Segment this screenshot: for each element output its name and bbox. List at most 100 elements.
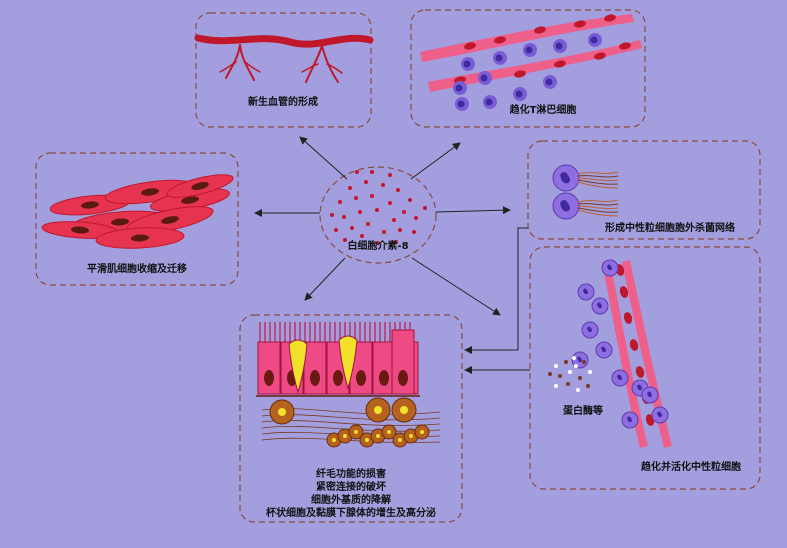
t-lymphocyte-illustration [420, 14, 642, 111]
smooth-muscle-label: 平滑肌细胞收缩及迁移 [87, 264, 187, 275]
goblet-cell [338, 335, 358, 390]
il8-dot [370, 170, 374, 174]
lymphocyte-nucleus [495, 54, 503, 62]
protease-dot [548, 372, 552, 376]
il8-dot [354, 196, 358, 200]
smooth-muscle-nucleus [131, 234, 149, 242]
il8-dot [376, 241, 380, 245]
neutrophil-nucleus [627, 416, 632, 423]
red-blood-cell [594, 52, 606, 60]
red-blood-cell [629, 339, 639, 351]
il8-dot [360, 234, 364, 238]
il8-dot [338, 200, 342, 204]
t-lymphocyte-box [410, 9, 646, 128]
protease-dot [566, 382, 570, 386]
net-fiber [577, 179, 619, 185]
center-label: 白细胞介素-8 [347, 241, 409, 252]
lymphocyte-nucleus [485, 98, 493, 106]
il8-dot [364, 180, 368, 184]
il8-dot [394, 240, 398, 244]
neutrophil-nucleus [587, 326, 592, 333]
il8-dot [355, 170, 359, 174]
il8-dot [402, 210, 406, 214]
gland-secretion [420, 430, 424, 434]
neutrophil-nucleus [607, 264, 612, 271]
neutrophil-nucleus [637, 384, 642, 391]
airway-epithelium [256, 322, 441, 448]
il8-dot [342, 215, 346, 219]
red-blood-cell [514, 70, 526, 78]
epithelial-cell [257, 341, 281, 395]
arrows [254, 136, 530, 374]
gland-lumen [374, 406, 382, 414]
neutrophil-box [529, 246, 761, 490]
net-fiber [577, 175, 619, 178]
net-label: 形成中性粒细胞胞外杀菌网络 [605, 223, 735, 234]
il8-dot [408, 198, 412, 202]
il8-dot [334, 228, 338, 232]
net-fiber [577, 181, 619, 189]
protease-dot [554, 364, 558, 368]
red-blood-cell [619, 286, 629, 298]
t-lymphocyte-label: 趋化T淋巴细胞 [509, 105, 577, 116]
protease-label: 蛋白酶等 [563, 406, 603, 417]
net-fiber [577, 207, 619, 213]
neutrophil-nucleus [577, 356, 582, 363]
neutrophil-nucleus [583, 288, 588, 295]
neutrophil-label: 趋化并活化中性粒细胞 [641, 462, 741, 473]
protease-dot [572, 356, 576, 360]
gland-secretion [387, 430, 391, 434]
epithelial-cell [391, 329, 415, 395]
il8-dot [388, 173, 392, 177]
neutrophil-nucleus [597, 302, 602, 309]
lymphocyte-nucleus [525, 46, 533, 54]
lymphocyte-nucleus [455, 84, 463, 92]
net-fiber [577, 205, 619, 210]
il8-dot [382, 230, 386, 234]
gland-secretion [376, 434, 380, 438]
protease-dot [558, 374, 562, 378]
red-blood-cell [635, 366, 645, 378]
il8-dot [414, 216, 418, 220]
lymphocyte-nucleus [515, 90, 523, 98]
red-blood-cell [554, 60, 566, 68]
net-box [527, 140, 761, 240]
epithelial-nucleus [379, 370, 389, 386]
smooth-muscle-cells [41, 174, 234, 249]
protease-dot [586, 384, 590, 388]
il8-dot [358, 210, 362, 214]
neutrophil-nucleus [560, 200, 570, 212]
smooth-muscle-nucleus [191, 181, 209, 191]
epithelial-cell [303, 341, 327, 395]
il8-dot [392, 218, 396, 222]
gland-lumen [278, 408, 286, 416]
epithelial-nucleus [356, 370, 366, 386]
epithelial-nucleus [333, 370, 343, 386]
gland-secretion [343, 434, 347, 438]
il8-dot [398, 228, 402, 232]
red-blood-cell [623, 312, 633, 324]
epithelial-nucleus [398, 370, 408, 386]
red-blood-cell [464, 42, 476, 50]
il8-dot [350, 226, 354, 230]
blood-vessel-illustration [194, 34, 374, 83]
il8-dot [423, 206, 427, 210]
red-blood-cell [494, 36, 506, 44]
il8-molecules [330, 170, 427, 245]
gland-secretion [332, 438, 336, 442]
angiogenesis-box [195, 12, 372, 128]
il8-dot [381, 183, 385, 187]
angiogenesis-label: 新生血管的形成 [248, 97, 318, 108]
gland-secretion [365, 438, 369, 442]
red-blood-cell [574, 20, 586, 28]
net-fiber [577, 199, 619, 203]
airway-label-2: 紧密连接的破坏 [316, 482, 386, 493]
epithelial-nucleus [310, 370, 320, 386]
protease-dot [554, 384, 558, 388]
epithelial-nucleus [264, 370, 274, 386]
neutrophil-illustration [548, 259, 672, 448]
red-blood-cell [604, 14, 616, 22]
protease-dot [582, 360, 586, 364]
protease-dot [574, 364, 578, 368]
